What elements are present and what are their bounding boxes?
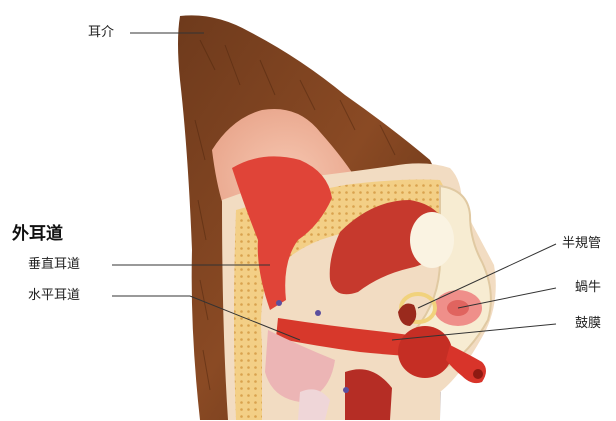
diagram-title: 外耳道 [12, 224, 63, 244]
label-semicircular-canals: 半規管 [562, 236, 601, 252]
label-horizontal-canal: 水平耳道 [28, 288, 80, 304]
eustachian-tube-opening [473, 369, 483, 379]
label-vertical-canal: 垂直耳道 [28, 257, 80, 273]
marker-dot [315, 310, 321, 316]
middle-ear-mass [398, 326, 452, 378]
marker-dot [276, 300, 282, 306]
label-eardrum: 鼓膜 [575, 316, 601, 332]
marker-dot [343, 387, 349, 393]
label-cochlea: 蝸牛 [575, 280, 601, 296]
bulla-cavity [410, 212, 454, 268]
label-pinna: 耳介 [88, 25, 114, 41]
